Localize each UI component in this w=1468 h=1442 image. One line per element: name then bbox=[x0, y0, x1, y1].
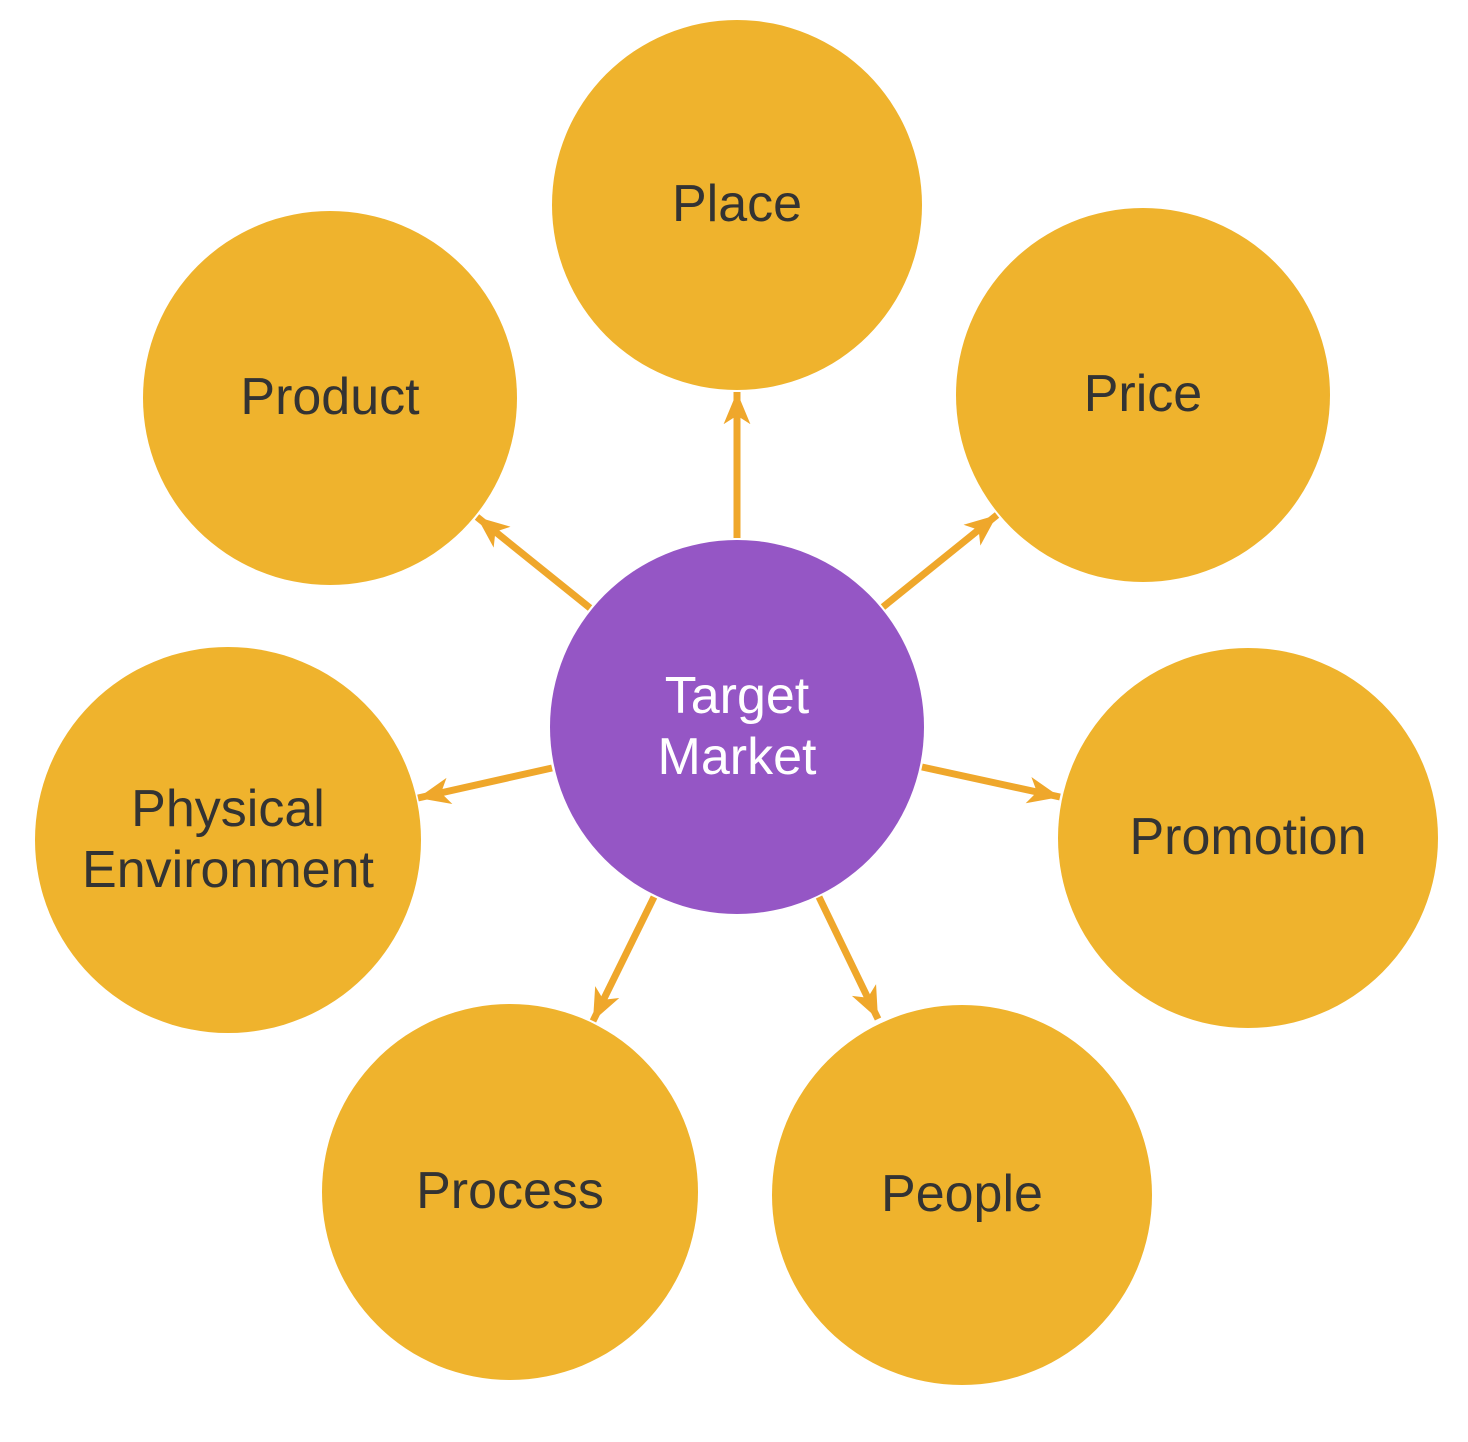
node-process-label: Process bbox=[416, 1162, 604, 1221]
node-target-market: Target Market bbox=[550, 540, 924, 914]
node-physical-environment-label: Physical Environment bbox=[82, 779, 374, 899]
node-place: Place bbox=[552, 20, 922, 390]
node-promotion-label: Promotion bbox=[1129, 808, 1367, 867]
node-people: People bbox=[772, 1005, 1152, 1385]
node-process: Process bbox=[322, 1004, 698, 1380]
node-people-label: People bbox=[881, 1165, 1043, 1224]
node-target-market-label: Target Market bbox=[657, 666, 817, 786]
node-product: Product bbox=[143, 211, 517, 585]
connector-target-market-to-physical-environment bbox=[417, 764, 553, 805]
connector-target-market-to-process bbox=[589, 895, 658, 1023]
node-place-label: Place bbox=[671, 175, 803, 234]
connector-target-market-to-promotion bbox=[921, 763, 1061, 804]
node-price-label: Price bbox=[1083, 365, 1203, 424]
connector-target-market-to-price bbox=[880, 512, 1000, 610]
node-physical-environment: Physical Environment bbox=[35, 647, 421, 1033]
connector-target-market-to-product bbox=[474, 514, 593, 611]
node-product-label: Product bbox=[240, 368, 420, 427]
node-price: Price bbox=[956, 208, 1330, 582]
node-promotion: Promotion bbox=[1058, 648, 1438, 1028]
connector-target-market-to-people bbox=[815, 895, 882, 1021]
